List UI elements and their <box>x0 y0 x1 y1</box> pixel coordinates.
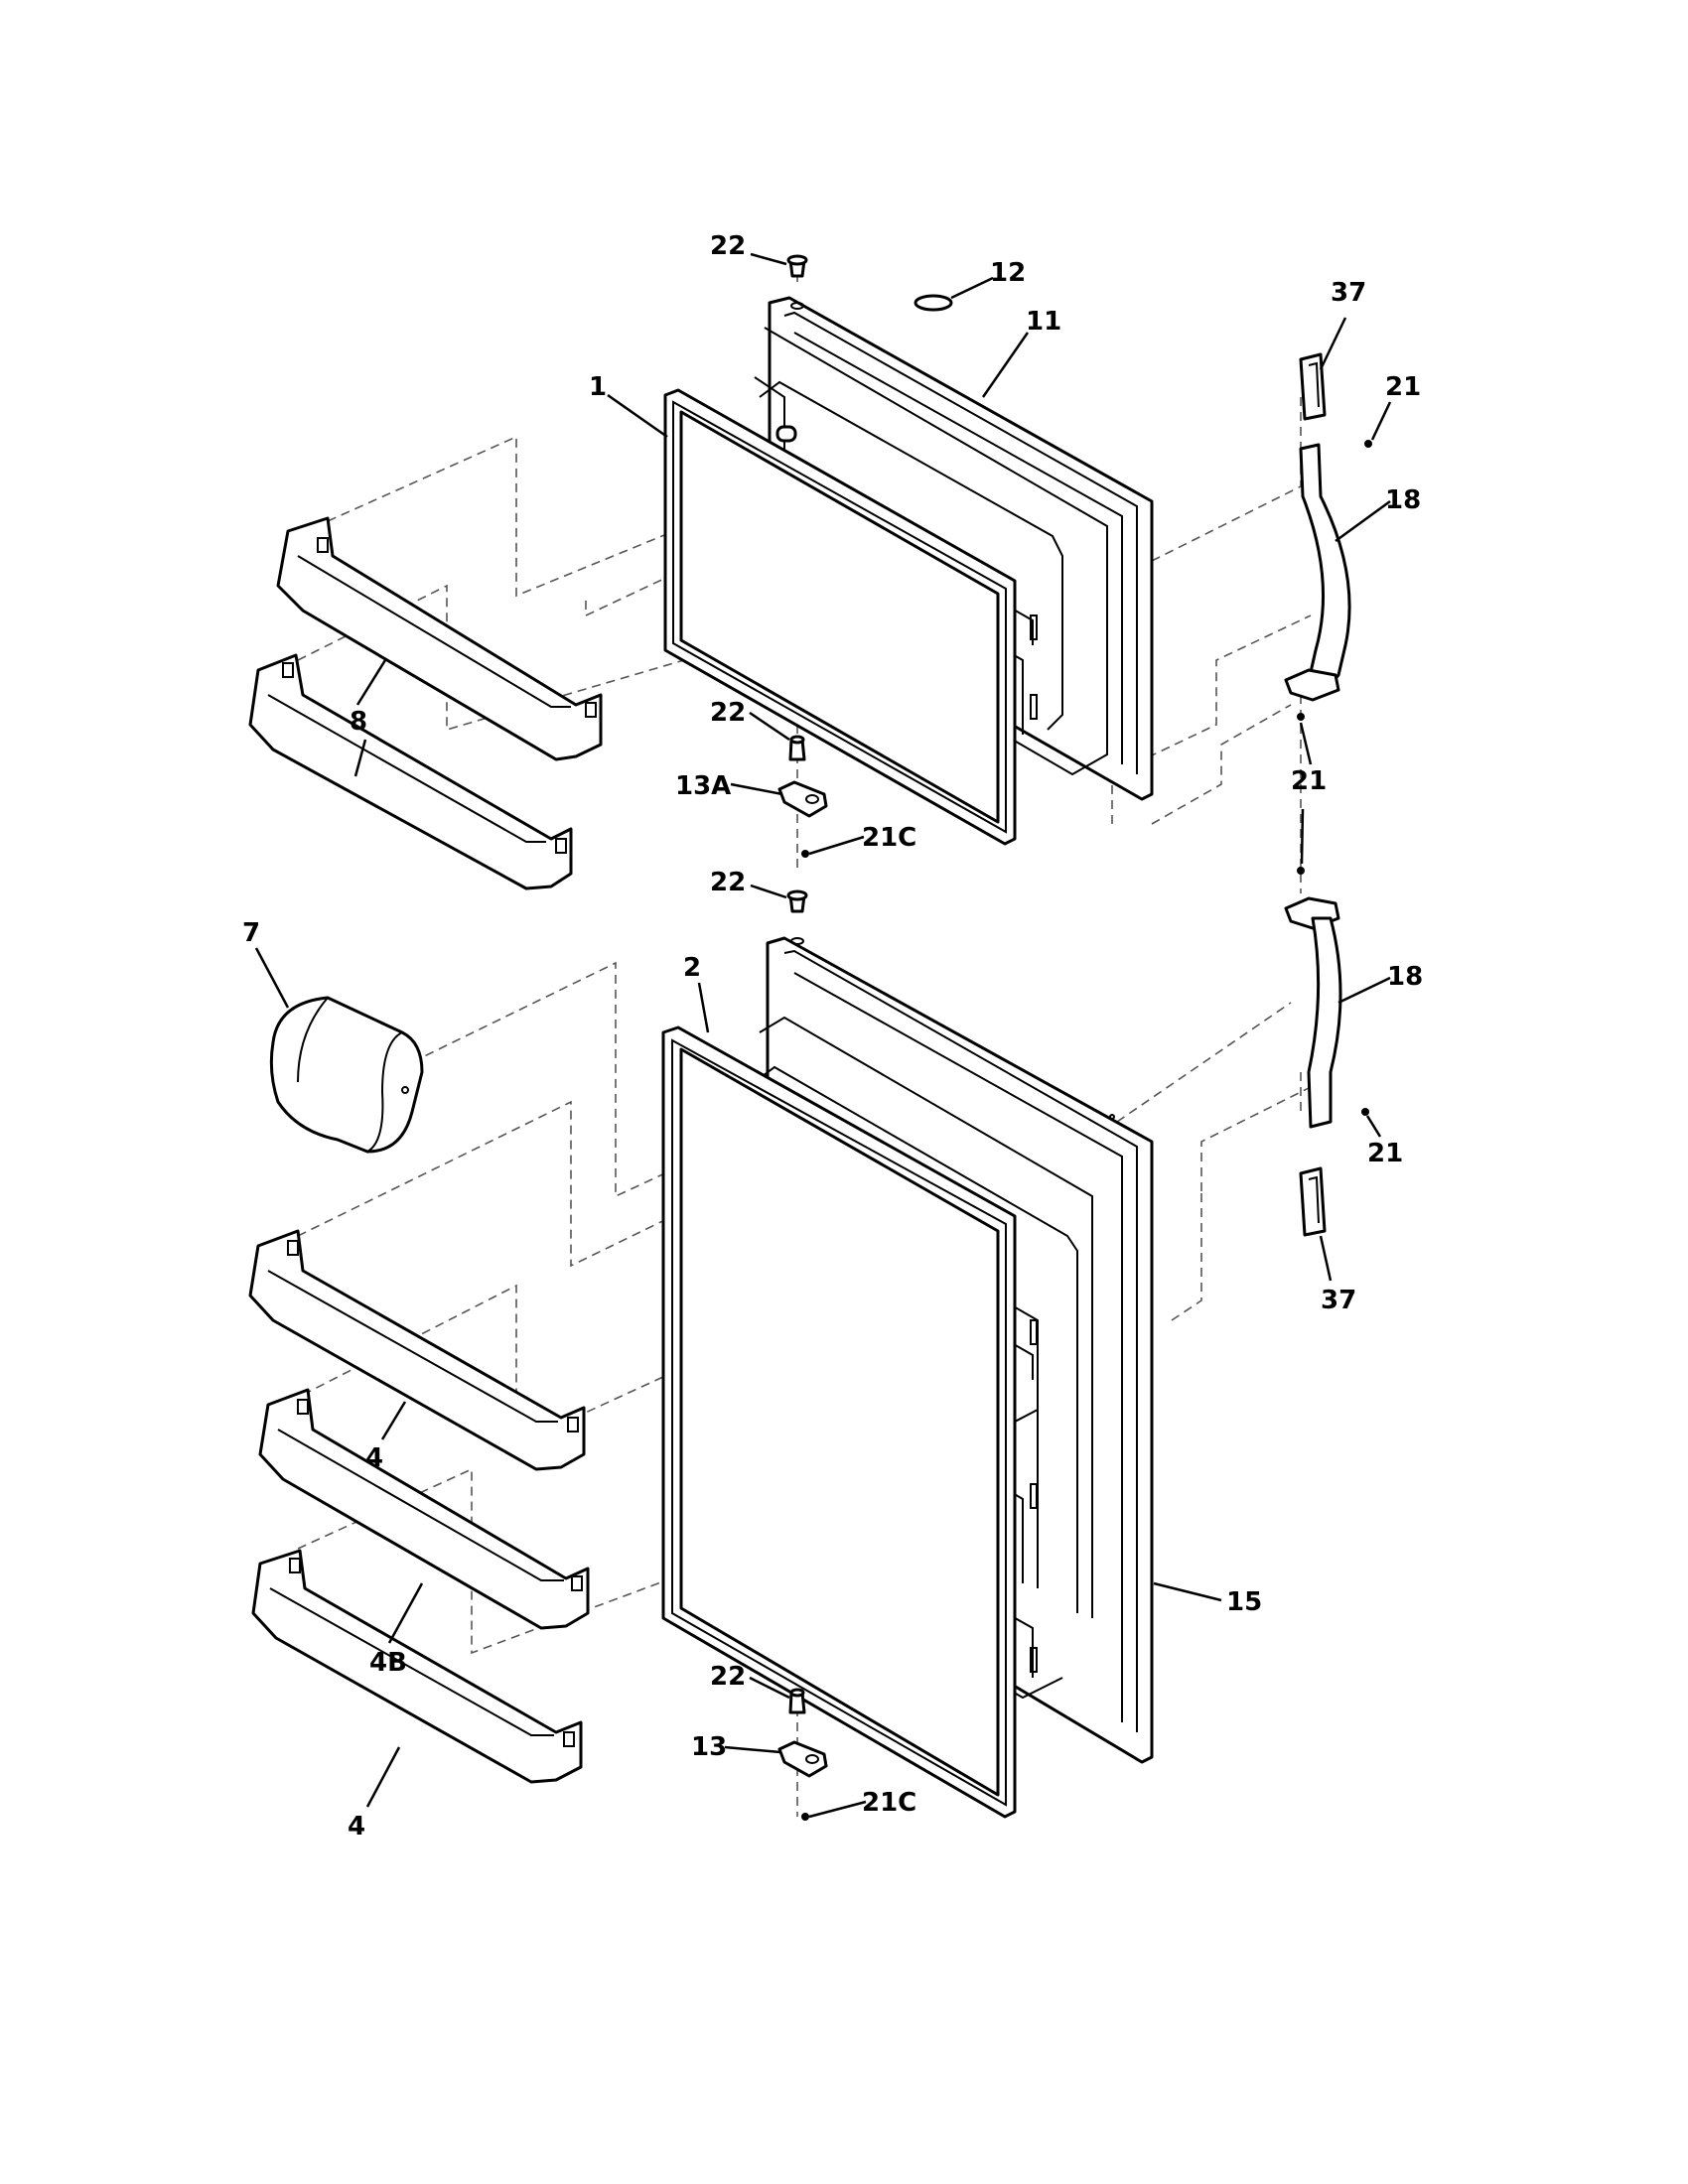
callout-11: 11 <box>1026 307 1061 337</box>
callout-37-bottom: 37 <box>1321 1286 1356 1315</box>
callout-22-freezer-lower: 22 <box>710 698 746 728</box>
callout-4-upper: 4 <box>365 1443 383 1473</box>
callout-labels: 22 12 11 1 8 22 13A 21C 22 2 7 4 4B 4 22… <box>242 231 1423 1842</box>
callout-18-top: 18 <box>1385 485 1421 515</box>
callout-8: 8 <box>350 707 367 737</box>
callout-21-middle: 21 <box>1291 766 1327 796</box>
callout-37-top: 37 <box>1331 278 1366 308</box>
callout-18-bottom: 18 <box>1387 962 1423 992</box>
callout-12: 12 <box>990 258 1026 288</box>
callout-21c-lower: 21C <box>862 1788 916 1818</box>
callout-21-bottom: 21 <box>1367 1139 1403 1168</box>
callout-4b: 4B <box>369 1648 407 1678</box>
leader-lines <box>254 252 1392 1819</box>
callout-1: 1 <box>589 372 607 402</box>
callout-15: 15 <box>1226 1587 1262 1617</box>
callout-2: 2 <box>683 953 701 983</box>
callout-4-lower: 4 <box>348 1812 365 1842</box>
dairy-cover <box>269 996 424 1154</box>
hardware <box>777 254 953 1821</box>
callout-13a: 13A <box>675 771 731 801</box>
door-bins <box>248 516 603 1784</box>
callout-21c-upper: 21C <box>862 823 916 853</box>
freezer-gasket <box>663 388 1017 846</box>
callout-22-top-freezer: 22 <box>710 231 746 261</box>
callout-21-top: 21 <box>1385 372 1421 402</box>
door-handles <box>1284 352 1372 1237</box>
callout-13: 13 <box>691 1732 727 1762</box>
fresh-food-gasket <box>661 1025 1017 1819</box>
callout-22-fresh-lower: 22 <box>710 1662 746 1692</box>
callout-7: 7 <box>242 918 260 948</box>
callout-22-top-fresh: 22 <box>710 868 746 897</box>
